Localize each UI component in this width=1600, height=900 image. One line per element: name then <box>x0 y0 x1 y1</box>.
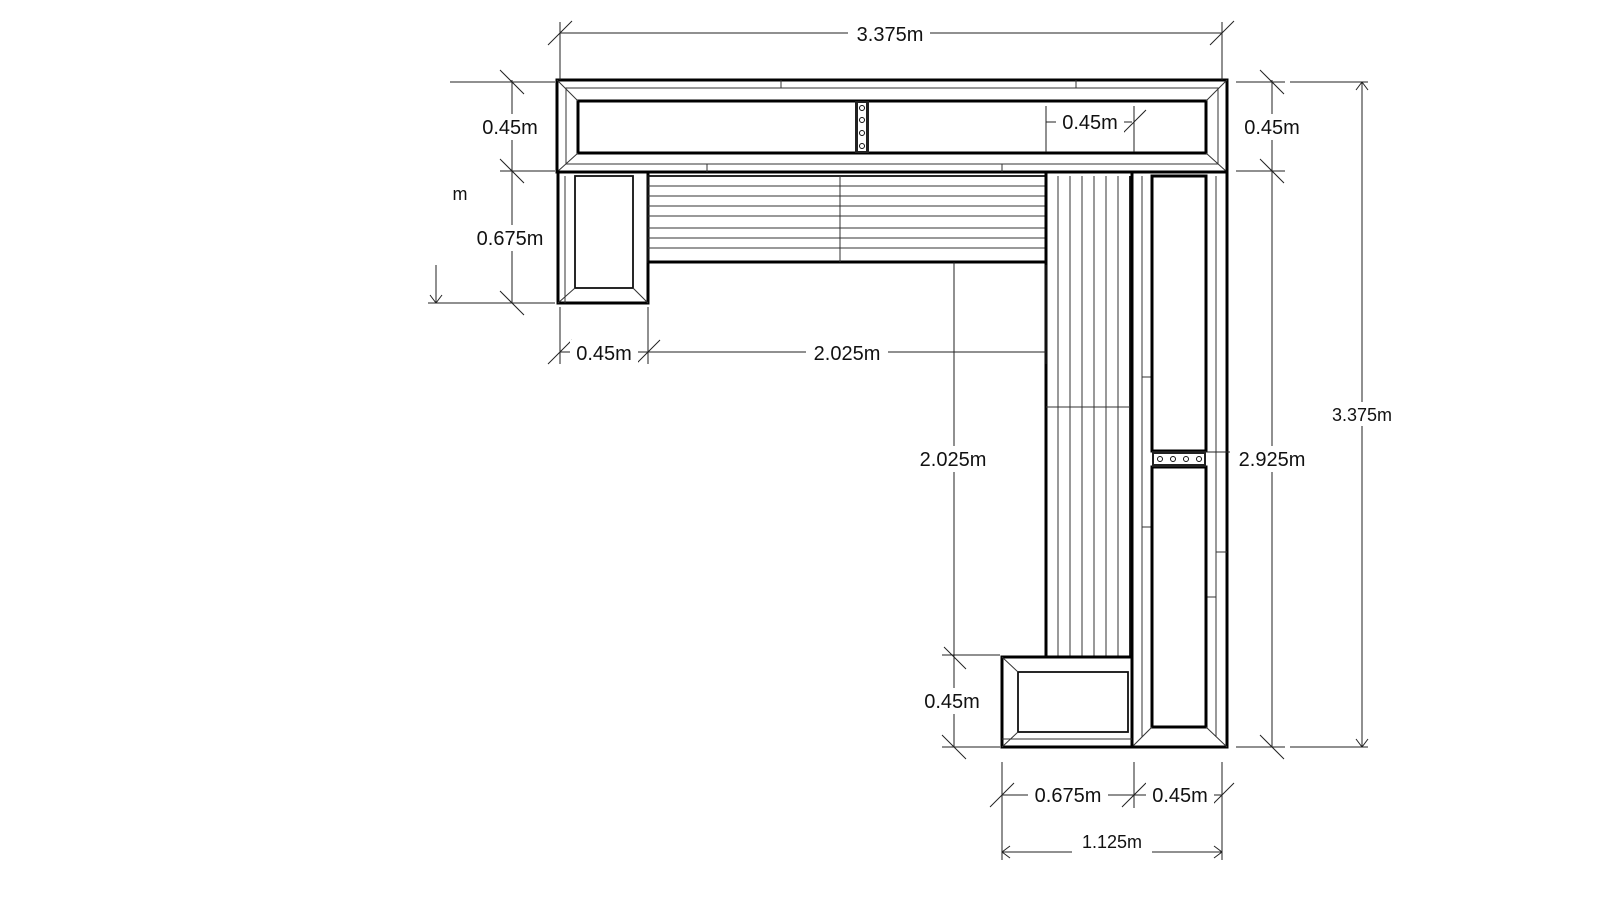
connector-bracket-right <box>1152 451 1206 467</box>
bottom-seat-width-label: 0.675m <box>1035 785 1102 807</box>
right-seat-cushions <box>1044 172 1131 657</box>
top-total-width-label: 3.375m <box>857 24 924 46</box>
right-back-module <box>1130 170 1229 749</box>
top-back-module <box>555 78 1229 174</box>
top-depth-left-label: 0.45m <box>482 117 538 139</box>
left-arm-module <box>556 170 650 305</box>
inner-width-label: 2.025m <box>814 343 881 365</box>
dimension-labels: 3.375m 0.45m m 0.675m 0.45m 2.025m 2.025… <box>453 20 1398 854</box>
bottom-total-width-label: 1.125m <box>1082 832 1142 852</box>
inner-height-label: 2.025m <box>920 449 987 471</box>
inner-backrest-label: 0.45m <box>1062 112 1118 134</box>
bottom-arm-width-label: 0.45m <box>1152 785 1208 807</box>
right-total-height-label: 3.375m <box>1332 405 1392 425</box>
top-seat-cushions <box>647 175 1047 264</box>
sofa-plan <box>555 78 1229 749</box>
connector-bracket-top <box>855 101 869 153</box>
bottom-block-height-label: 0.45m <box>924 691 980 713</box>
top-depth-right-label: 0.45m <box>1244 117 1300 139</box>
bottom-arm-module <box>1000 655 1134 749</box>
left-arm-width-label: 0.45m <box>576 343 632 365</box>
left-return-depth-label: 0.675m <box>477 228 544 250</box>
right-inner-height-label: 2.925m <box>1239 449 1306 471</box>
left-partial-label: m <box>453 184 468 204</box>
